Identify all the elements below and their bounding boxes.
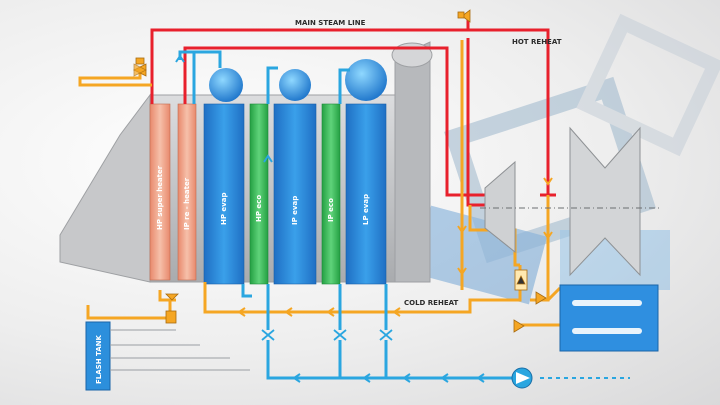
valves-blue: [261, 329, 393, 341]
steam-drums: [209, 59, 387, 102]
flash-tank: FLASH TANK: [85, 321, 250, 391]
module-hp-evap: [203, 103, 245, 285]
valve-icon: [379, 329, 393, 341]
module-label: IP evap: [291, 196, 299, 225]
hot-reheat-line: [466, 38, 490, 207]
module-label: IP eco: [327, 198, 335, 222]
module-label: HP evap: [220, 193, 228, 225]
module-hp-eco: [249, 103, 269, 285]
feed-pump: [511, 367, 533, 389]
valve-icon: [516, 275, 526, 285]
module-label: LP evap: [362, 194, 370, 225]
hp-turbine: [484, 160, 516, 254]
steam-turbine: [480, 126, 660, 277]
valve-icon: [261, 329, 275, 341]
main-steam-line-label: MAIN STEAM LINE: [295, 19, 366, 27]
condenser: [559, 284, 659, 352]
module-lp-evap: [345, 103, 387, 285]
module-ip-re-heater: [177, 103, 197, 281]
module-label: HP super heater: [156, 165, 164, 230]
hot-reheat-label: HOT REHEAT: [512, 38, 562, 46]
valves: [133, 9, 547, 333]
lp-turbine: [569, 126, 641, 277]
valve-icon: [165, 293, 179, 301]
lp-drum: [345, 59, 387, 101]
flow-arrows-blue: [175, 54, 485, 383]
valve-actuator-icon: [135, 57, 145, 65]
flash-tank-label: FLASH TANK: [95, 334, 103, 384]
hp-drum: [209, 68, 243, 102]
valve-actuator-icon: [457, 11, 465, 19]
ip-drum: [279, 69, 311, 101]
module-hp-super-heater: [149, 103, 171, 281]
valve-icon: [333, 329, 347, 341]
valve-actuator-icon: [165, 310, 177, 324]
module-ip-evap: [273, 103, 317, 285]
heat-exchanger-modules: HP super heater IP re - heater HP evap H…: [149, 103, 387, 285]
valve-icon: [513, 319, 525, 333]
module-label: HP eco: [255, 195, 263, 222]
water-lines: [178, 50, 520, 380]
valve-icon: [461, 9, 471, 23]
flow-arrows: [237, 177, 553, 317]
background-shapes: [412, 13, 720, 305]
valve-icon: [133, 63, 147, 77]
module-ip-eco: [321, 103, 341, 285]
cold-reheat-label: COLD REHEAT: [404, 299, 458, 307]
valve-icon: [535, 291, 547, 305]
module-label: IP re - heater: [183, 177, 191, 230]
